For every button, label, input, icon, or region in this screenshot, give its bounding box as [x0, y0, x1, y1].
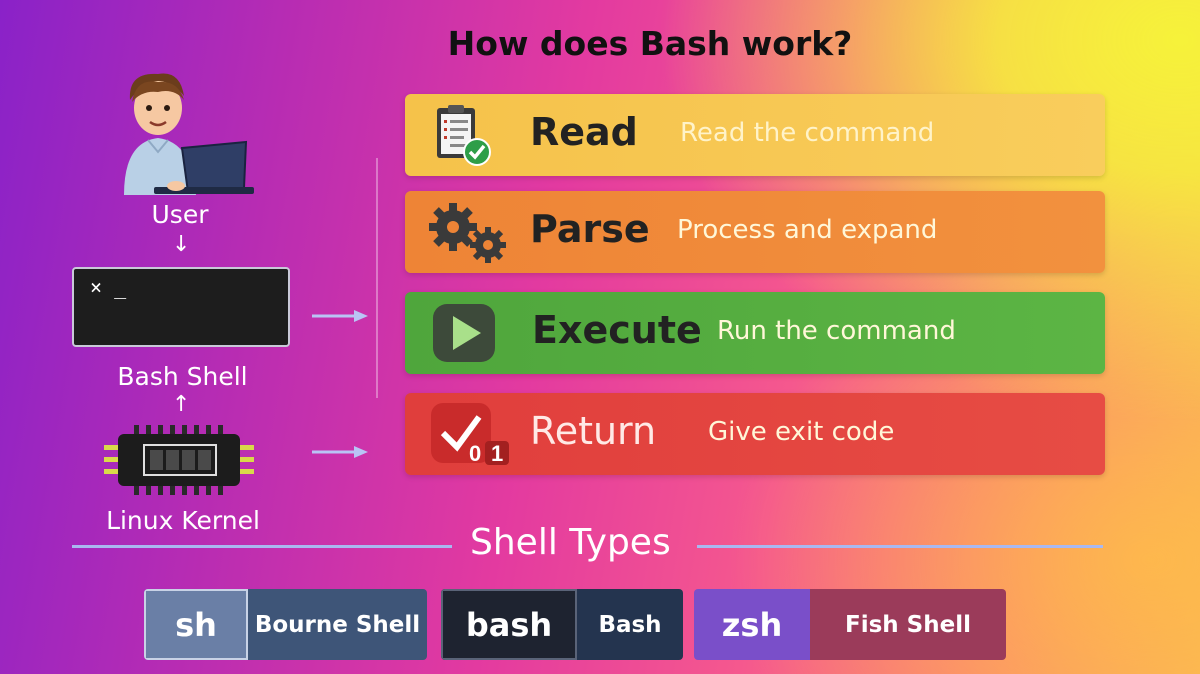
step-description: Run the command	[717, 316, 956, 346]
user-label: User	[151, 200, 209, 229]
right-arrow-icon	[312, 310, 368, 322]
cpu-chip-icon	[104, 425, 254, 495]
shell-name: Bourne Shell	[248, 589, 427, 660]
shell-command: sh	[144, 589, 248, 660]
shell-name: Bash	[577, 589, 683, 660]
user-at-laptop-icon	[124, 73, 254, 195]
right-arrow-icon	[312, 446, 368, 458]
shell-name: Fish Shell	[810, 589, 1006, 660]
step-name: Return	[530, 409, 657, 453]
step-description: Read the command	[680, 118, 935, 148]
step-description: Process and expand	[677, 215, 938, 245]
play-icon	[433, 304, 495, 362]
step-return: 0 1 Return Give exit code	[405, 393, 1105, 475]
checkmark-exit-code-icon: 0 1	[431, 403, 509, 466]
step-read: Read Read the command	[405, 94, 1105, 176]
divider-line	[376, 158, 378, 398]
divider-line	[697, 545, 1103, 548]
terminal-prompt: × _	[90, 275, 127, 299]
linux-kernel-label: Linux Kernel	[106, 506, 260, 535]
step-description: Give exit code	[708, 417, 895, 447]
step-name: Execute	[532, 308, 702, 352]
step-name: Read	[530, 110, 638, 154]
shell-command: bash	[441, 589, 577, 660]
gears-icon	[429, 203, 506, 263]
exit-code-digit: 1	[491, 441, 503, 466]
step-parse: Parse Process and expand	[405, 191, 1105, 273]
bash-shell-label: Bash Shell	[117, 362, 248, 391]
page-title: How does Bash work?	[447, 24, 853, 63]
down-arrow-icon: ↓	[172, 232, 191, 257]
terminal-window: × _	[72, 267, 290, 347]
step-name: Parse	[530, 207, 650, 251]
clipboard-check-icon	[437, 105, 491, 166]
shell-types-heading: Shell Types	[470, 522, 671, 563]
step-execute: Execute Run the command	[405, 292, 1105, 374]
shell-command: zsh	[694, 589, 810, 660]
shell-card-sh: sh Bourne Shell	[144, 589, 427, 660]
divider-line	[72, 545, 452, 548]
up-arrow-icon: ↑	[172, 392, 191, 417]
shell-card-bash: bash Bash	[441, 589, 683, 660]
shell-card-zsh: zsh Fish Shell	[694, 589, 1006, 660]
exit-code-digit: 0	[469, 441, 481, 466]
